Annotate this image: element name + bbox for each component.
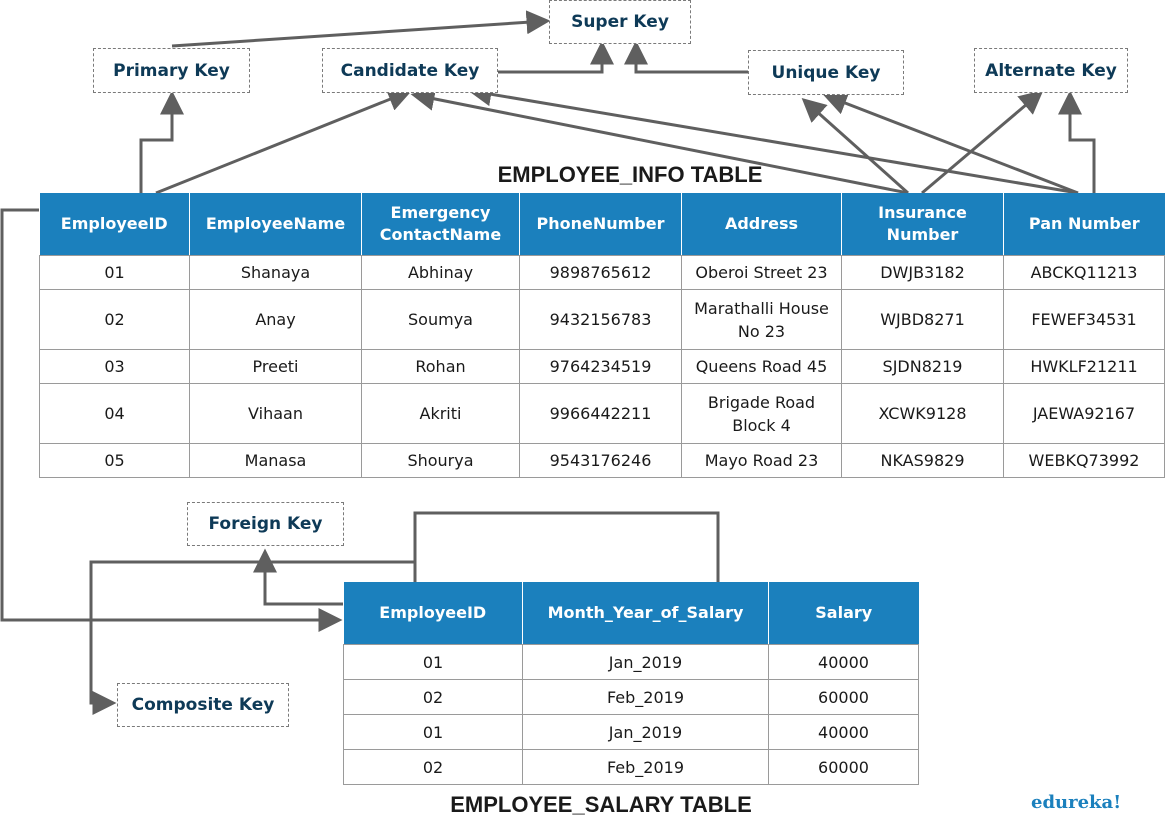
- arrow-bracket-to-composite: [89, 560, 415, 715]
- composite-key-box: Composite Key: [117, 683, 289, 727]
- arrow-salary-to-foreign: [253, 548, 343, 606]
- table-cell: WJBD8271: [841, 289, 1004, 350]
- table-cell: HWKLF21211: [1003, 349, 1165, 384]
- table-cell: DWJB3182: [841, 255, 1004, 290]
- table-cell: FEWEF34531: [1003, 289, 1165, 350]
- table-cell: Marathalli House No 23: [681, 289, 842, 350]
- employee-salary-table: EmployeeID Month_Year_of_Salary Salary 0…: [343, 582, 919, 785]
- table-cell: 9898765612: [519, 255, 682, 290]
- table-row: 04 Vihaan Akriti 9966442211 Brigade Road…: [39, 383, 1165, 444]
- table-cell: 01: [39, 255, 190, 290]
- arrow-employeeid-to-candidate: [155, 88, 413, 195]
- table-row: 05 Manasa Shourya 9543176246 Mayo Road 2…: [39, 443, 1165, 478]
- table-cell: 02: [39, 289, 190, 350]
- employee-info-title: EMPLOYEE_INFO TABLE: [497, 162, 763, 187]
- foreign-key-box: Foreign Key: [187, 502, 344, 546]
- table-cell: 9432156783: [519, 289, 682, 350]
- table-cell: 01: [343, 644, 523, 680]
- table-cell: 01: [343, 714, 523, 750]
- table-cell: 04: [39, 383, 190, 444]
- edureka-logo: edureka!: [1031, 792, 1122, 813]
- primary-key-box: Primary Key: [93, 48, 250, 93]
- employee-salary-title: EMPLOYEE_SALARY TABLE: [450, 792, 752, 817]
- table-row: 01 Shanaya Abhinay 9898765612 Oberoi Str…: [39, 255, 1165, 290]
- arrow-foreign-reference: [0, 208, 343, 632]
- table-row: 02 Anay Soumya 9432156783 Marathalli Hou…: [39, 289, 1165, 350]
- table-cell: XCWK9128: [841, 383, 1004, 444]
- table-header-row: EmployeeID EmployeeName Emergency Contac…: [39, 193, 1165, 256]
- table-cell: Rohan: [361, 349, 520, 384]
- table-cell: Anay: [189, 289, 362, 350]
- table-cell: Mayo Road 23: [681, 443, 842, 478]
- alternate-key-box: Alternate Key: [974, 48, 1128, 93]
- column-header: Pan Number: [1003, 193, 1165, 256]
- arrow-pan-to-alternate: [1058, 90, 1096, 193]
- arrow-pan-to-unique: [822, 91, 1079, 195]
- table-row: 01 Jan_2019 40000: [343, 644, 919, 680]
- table-cell: Soumya: [361, 289, 520, 350]
- table-cell: Brigade Road Block 4: [681, 383, 842, 444]
- column-header: PhoneNumber: [519, 193, 682, 256]
- arrow-primary-to-super: [171, 10, 551, 48]
- arrow-insurance-to-alternate: [921, 90, 1044, 195]
- table-cell: 40000: [768, 714, 919, 750]
- table-cell: 02: [343, 679, 523, 715]
- table-cell: 9543176246: [519, 443, 682, 478]
- table-cell: Vihaan: [189, 383, 362, 444]
- table-row: 02 Feb_2019 60000: [343, 749, 919, 785]
- column-header: Insurance Number: [841, 193, 1004, 256]
- column-header: EmployeeName: [189, 193, 362, 256]
- table-cell: Feb_2019: [522, 679, 769, 715]
- column-header: Salary: [768, 582, 919, 645]
- column-header: Emergency ContactName: [361, 193, 520, 256]
- table-row: 02 Feb_2019 60000: [343, 679, 919, 715]
- table-cell: Feb_2019: [522, 749, 769, 785]
- table-cell: SJDN8219: [841, 349, 1004, 384]
- table-cell: JAEWA92167: [1003, 383, 1165, 444]
- employee-info-table: EmployeeID EmployeeName Emergency Contac…: [39, 193, 1165, 478]
- column-header: EmployeeID: [39, 193, 190, 256]
- composite-bracket: [413, 511, 720, 582]
- table-row: 01 Jan_2019 40000: [343, 714, 919, 750]
- table-cell: Akriti: [361, 383, 520, 444]
- table-cell: Jan_2019: [522, 644, 769, 680]
- table-cell: 9966442211: [519, 383, 682, 444]
- super-key-box: Super Key: [549, 0, 691, 44]
- table-cell: 9764234519: [519, 349, 682, 384]
- arrow-unique-to-super: [624, 40, 748, 74]
- table-cell: Manasa: [189, 443, 362, 478]
- table-cell: Oberoi Street 23: [681, 255, 842, 290]
- table-cell: 60000: [768, 679, 919, 715]
- table-row: 03 Preeti Rohan 9764234519 Queens Road 4…: [39, 349, 1165, 384]
- table-header-row: EmployeeID Month_Year_of_Salary Salary: [343, 582, 919, 645]
- table-cell: 02: [343, 749, 523, 785]
- table-cell: 03: [39, 349, 190, 384]
- column-header: Address: [681, 193, 842, 256]
- table-cell: 05: [39, 443, 190, 478]
- table-cell: Jan_2019: [522, 714, 769, 750]
- arrow-pan-to-candidate: [467, 82, 1079, 195]
- unique-key-box: Unique Key: [748, 50, 904, 95]
- table-cell: Shourya: [361, 443, 520, 478]
- table-cell: Queens Road 45: [681, 349, 842, 384]
- table-cell: Abhinay: [361, 255, 520, 290]
- arrow-candidate-to-super: [498, 40, 614, 74]
- arrow-insurance-to-unique: [801, 98, 909, 195]
- table-cell: WEBKQ73992: [1003, 443, 1165, 478]
- table-cell: Shanaya: [189, 255, 362, 290]
- column-header: Month_Year_of_Salary: [522, 582, 769, 645]
- table-cell: 40000: [768, 644, 919, 680]
- candidate-key-box: Candidate Key: [322, 48, 498, 93]
- arrow-employeeid-to-primary: [139, 90, 184, 193]
- table-cell: NKAS9829: [841, 443, 1004, 478]
- table-cell: Preeti: [189, 349, 362, 384]
- arrow-insurance-to-candidate: [410, 87, 909, 195]
- table-cell: 60000: [768, 749, 919, 785]
- table-cell: ABCKQ11213: [1003, 255, 1165, 290]
- column-header: EmployeeID: [343, 582, 523, 645]
